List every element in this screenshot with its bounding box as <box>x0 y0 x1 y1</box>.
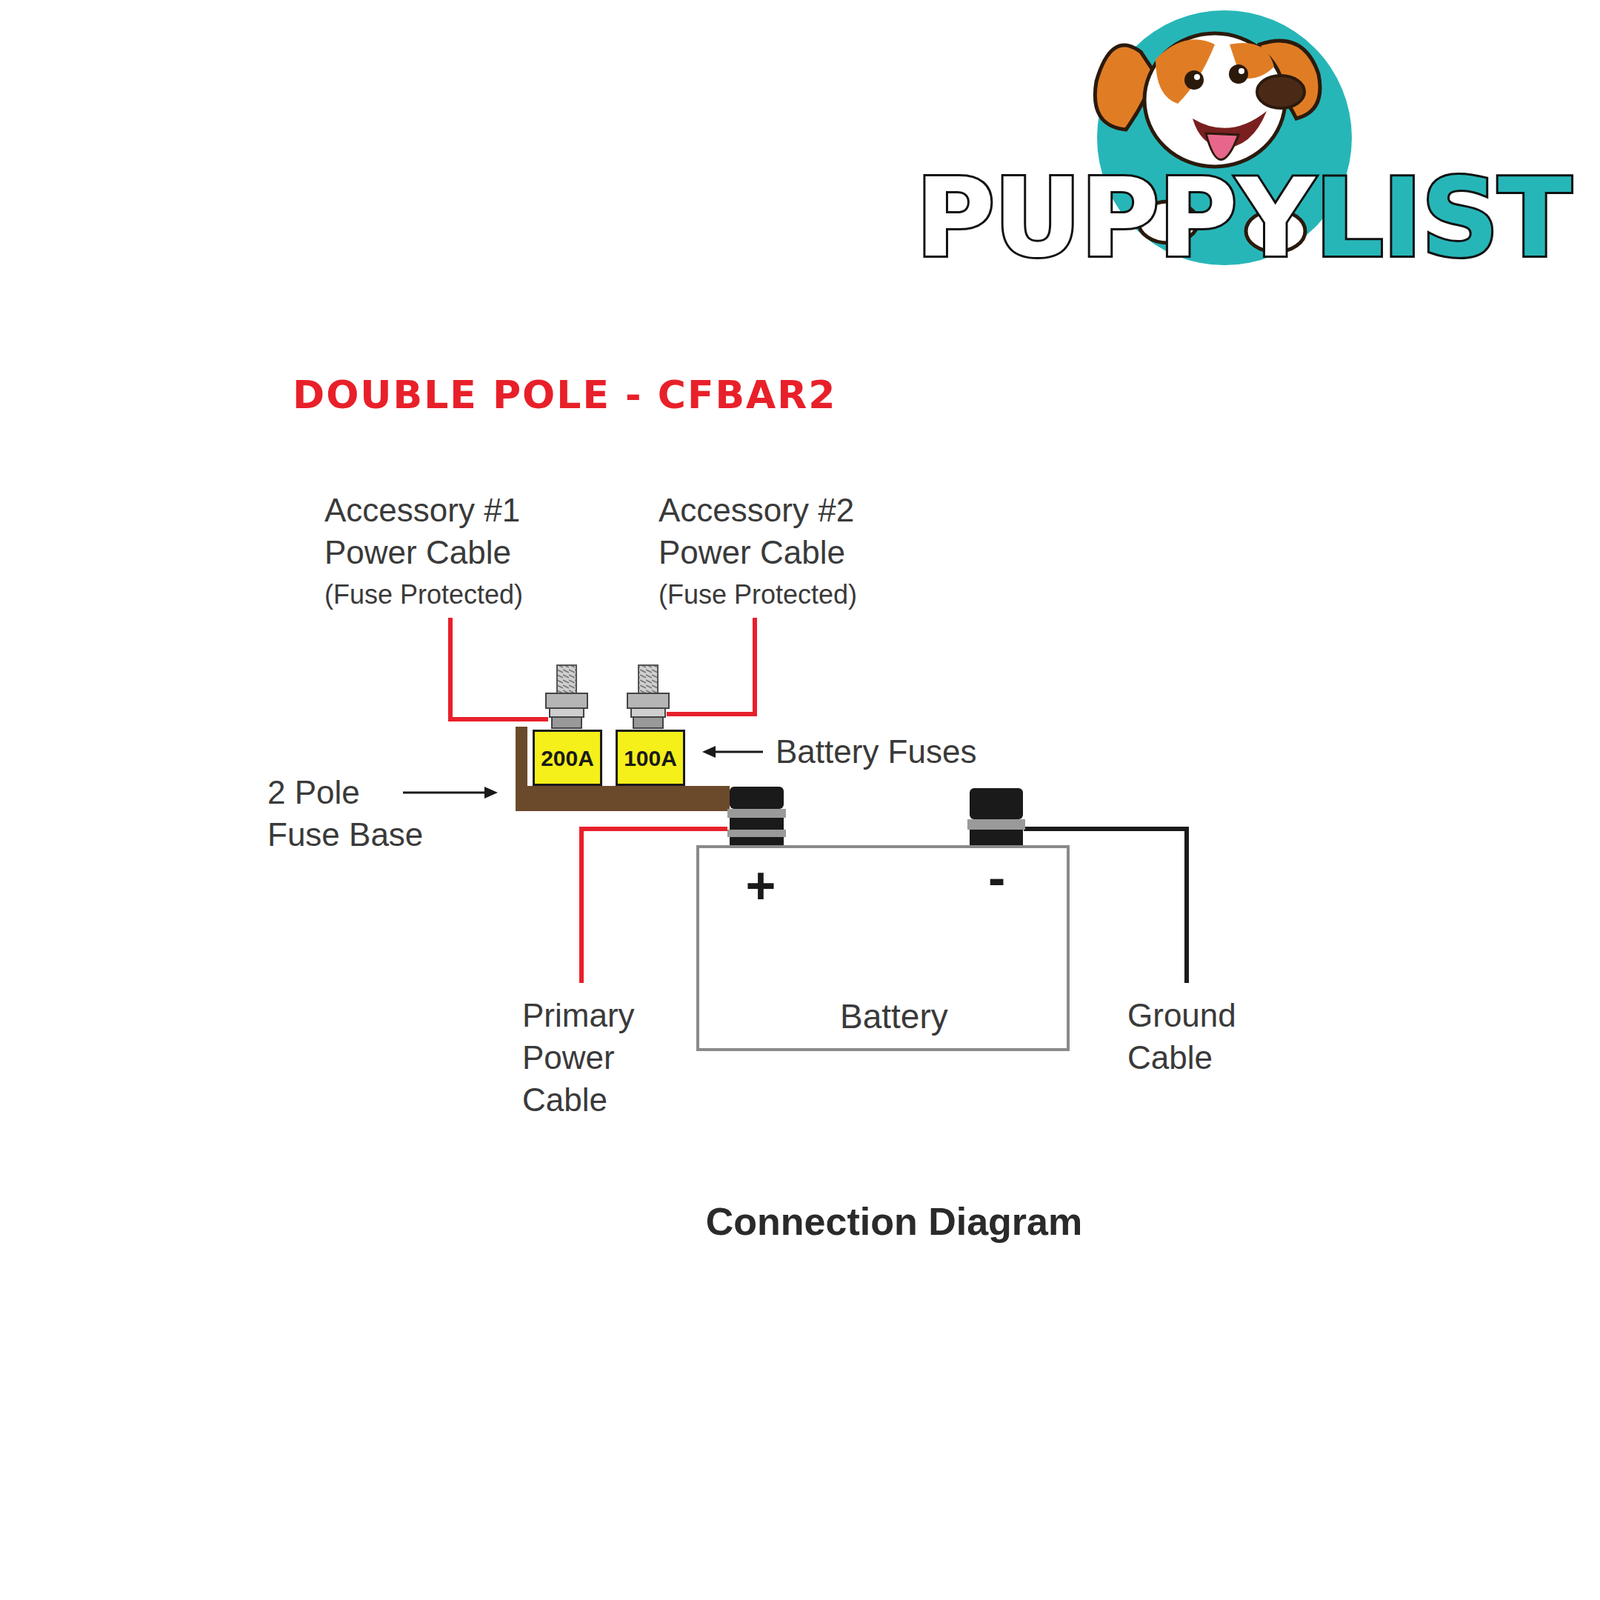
leader-line <box>712 751 763 754</box>
primary-wire <box>581 828 728 983</box>
logo-text: PUPPY <box>915 164 1314 273</box>
fuse-bolts <box>545 665 669 729</box>
negative-terminal <box>967 788 1026 847</box>
leader-arrowhead <box>484 786 498 799</box>
cable-label: Accessory #1 Power Cable <box>324 488 569 574</box>
fuse-box: 200A <box>532 729 603 786</box>
cable-label: Ground Cable <box>1127 994 1280 1079</box>
node-text: 100A <box>623 745 678 771</box>
accessory-wire <box>450 617 549 720</box>
battery-box: + - Battery <box>696 845 1070 1052</box>
accessory-wire <box>666 617 755 715</box>
diagram-caption: Connection Diagram <box>705 1197 1083 1248</box>
cable-note: (Fuse Protected) <box>658 577 858 613</box>
cable-label: Accessory #2 Power Cable <box>658 488 903 574</box>
callout-label: 2 Pole Fuse Base <box>267 771 434 856</box>
positive-terminal <box>727 786 786 847</box>
fuse-base <box>515 726 730 812</box>
logo-text: LIST <box>1314 164 1571 273</box>
ground-wire <box>1023 828 1187 983</box>
diagram-title: DOUBLE POLE - CFBAR2 <box>292 370 838 421</box>
cable-note: (Fuse Protected) <box>324 577 523 613</box>
cable-label: Primary Power Cable <box>522 994 675 1122</box>
fuse-box: 100A <box>615 729 686 786</box>
callout-label: Battery Fuses <box>775 730 977 773</box>
node-text: + <box>745 857 776 915</box>
node-text: 200A <box>540 745 595 771</box>
node-text: - <box>988 849 1006 907</box>
leader-line <box>402 791 488 795</box>
leader-arrowhead <box>702 745 716 758</box>
node-text: Battery <box>840 997 949 1036</box>
